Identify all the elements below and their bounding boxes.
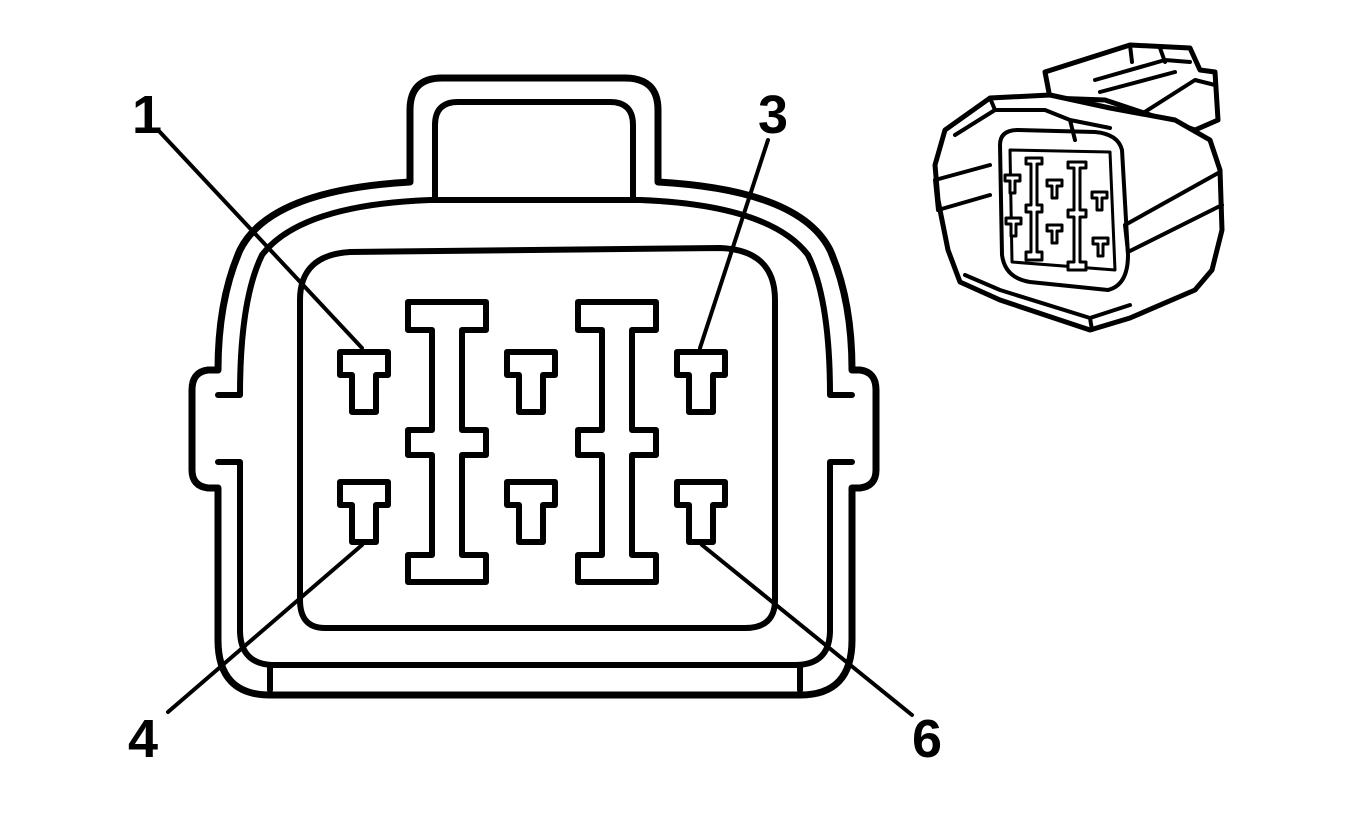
pin-labels: 1 3 4 6	[128, 85, 942, 769]
terminal-slot-6	[674, 479, 728, 545]
iso-key-rib-right	[1066, 160, 1088, 272]
iso-terminal-slot-2	[1045, 178, 1064, 200]
key-rib-left	[405, 299, 489, 585]
terminal-slot-2	[504, 349, 558, 415]
iso-terminal-slot-1	[1003, 173, 1022, 195]
terminal-cavity	[297, 245, 778, 631]
connector-isometric-view	[932, 42, 1225, 333]
terminal-slot-1	[337, 349, 391, 415]
terminal-slot-3	[674, 349, 728, 415]
iso-bottom-edge	[963, 273, 1132, 332]
iso-side-rail-left	[933, 163, 992, 212]
leader-line-3	[698, 138, 770, 350]
pin-label-1: 1	[132, 85, 162, 145]
pin-label-3: 3	[758, 85, 788, 145]
iso-terminal-slot-4	[1004, 216, 1023, 238]
leader-line-1	[156, 128, 364, 350]
iso-terminal-slot-3	[1090, 190, 1109, 212]
pin-label-6: 6	[912, 709, 942, 769]
iso-terminal-slot-6	[1091, 236, 1110, 258]
key-rib-right	[575, 299, 659, 585]
key-ribs	[405, 299, 659, 585]
iso-face-outline	[998, 128, 1130, 292]
terminal-slot-4	[337, 479, 391, 545]
terminal-slot-5	[504, 479, 558, 545]
iso-terminal-slot-5	[1045, 223, 1064, 245]
iso-terminal-slots	[1003, 173, 1110, 258]
latch-tab-inner	[432, 99, 636, 203]
iso-key-rib-left	[1024, 156, 1044, 262]
leader-line-4	[166, 543, 364, 714]
iso-latch-detail	[1093, 43, 1217, 117]
leader-lines	[156, 128, 914, 717]
terminal-slots	[337, 349, 728, 545]
leader-line-6	[700, 543, 914, 717]
housing-bottom-lip	[267, 662, 803, 693]
pin-label-4: 4	[128, 709, 158, 769]
housing-inner-outline	[215, 197, 855, 668]
